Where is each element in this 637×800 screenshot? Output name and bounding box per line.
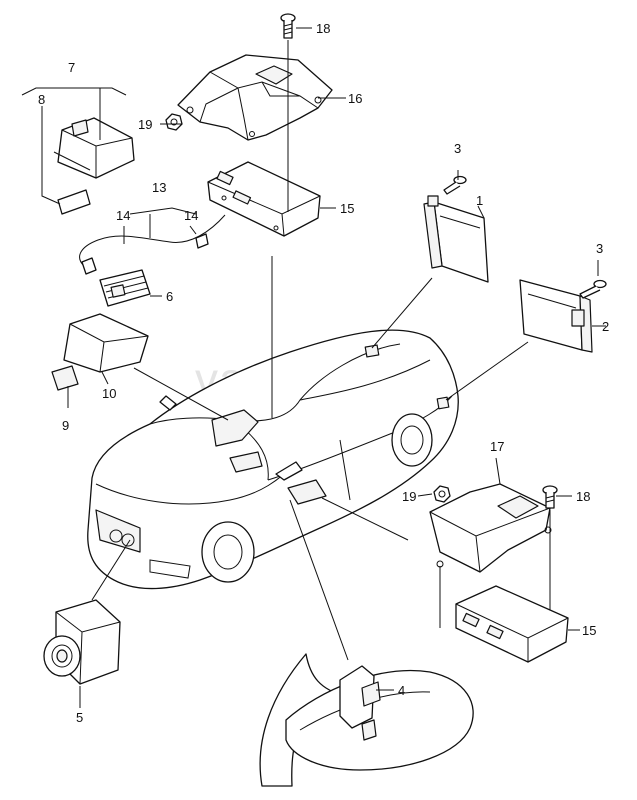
- cable-harness[interactable]: [79, 214, 226, 275]
- callout-4: 4: [398, 683, 405, 698]
- car-body: [87, 329, 459, 590]
- callout-14-left: 14: [116, 208, 130, 223]
- callout-8: 8: [38, 92, 45, 107]
- callout-18-lower: 18: [576, 489, 590, 504]
- leader-door-to-unit: [321, 497, 409, 541]
- mirror-module[interactable]: [339, 665, 381, 741]
- callout-6: 6: [166, 289, 173, 304]
- callout-18-upper: 18: [316, 21, 330, 36]
- cover-plate[interactable]: [57, 189, 91, 215]
- callout-10: 10: [102, 386, 116, 401]
- leader-5-to-car: [91, 539, 131, 601]
- screw-upper[interactable]: [280, 13, 296, 39]
- callout-19-upper: 19: [138, 117, 152, 132]
- callout-16: 16: [348, 91, 362, 106]
- control-unit-upper[interactable]: [207, 161, 321, 237]
- camera-module[interactable]: [43, 599, 121, 685]
- rear-patch[interactable]: [436, 396, 450, 410]
- callout-15-lower: 15: [582, 623, 596, 638]
- leader-1-to-car: [371, 277, 433, 349]
- leader-door-to-mirror: [289, 499, 349, 661]
- leader-2-to-car: [445, 341, 529, 401]
- connector-block[interactable]: [99, 269, 151, 307]
- control-unit-2[interactable]: [519, 279, 593, 353]
- camera-cover[interactable]: [51, 313, 149, 391]
- nut-lower[interactable]: [433, 485, 451, 503]
- camera-bracket-left[interactable]: [53, 117, 135, 179]
- callout-13: 13: [152, 180, 166, 195]
- callout-5: 5: [76, 710, 83, 725]
- callout-7: 7: [68, 60, 75, 75]
- callout-3-upper: 3: [454, 141, 461, 156]
- bracket-upper[interactable]: [177, 54, 333, 141]
- leader-10-to-car: [133, 367, 229, 421]
- callout-14-right: 14: [184, 208, 198, 223]
- callout-labels: 18 16 19 15 7 8 13 14 14 6 10 9 3 1 3 2 …: [38, 21, 609, 725]
- callout-3-right: 3: [596, 241, 603, 256]
- callout-17: 17: [490, 439, 504, 454]
- leader-8: [41, 106, 61, 205]
- radar-sensor[interactable]: [423, 195, 489, 283]
- screw-3-upper[interactable]: [443, 175, 467, 195]
- bracket-lower[interactable]: [429, 483, 552, 573]
- callout-1: 1: [476, 193, 483, 208]
- callout-leaders: [67, 27, 606, 708]
- bracket-7-span: [21, 87, 127, 96]
- windshield-sensor-patch[interactable]: [211, 409, 259, 447]
- nut-upper[interactable]: [165, 113, 183, 131]
- control-unit-lower[interactable]: [455, 585, 569, 663]
- screw-lower[interactable]: [542, 485, 558, 509]
- callout-9: 9: [62, 418, 69, 433]
- callout-19-lower: 19: [402, 489, 416, 504]
- door-patch[interactable]: [287, 479, 327, 505]
- roof-patch[interactable]: [364, 344, 380, 358]
- callout-2: 2: [602, 319, 609, 334]
- dash-patch[interactable]: [229, 451, 263, 473]
- screw-3-right[interactable]: [579, 279, 607, 299]
- callout-15-upper: 15: [340, 201, 354, 216]
